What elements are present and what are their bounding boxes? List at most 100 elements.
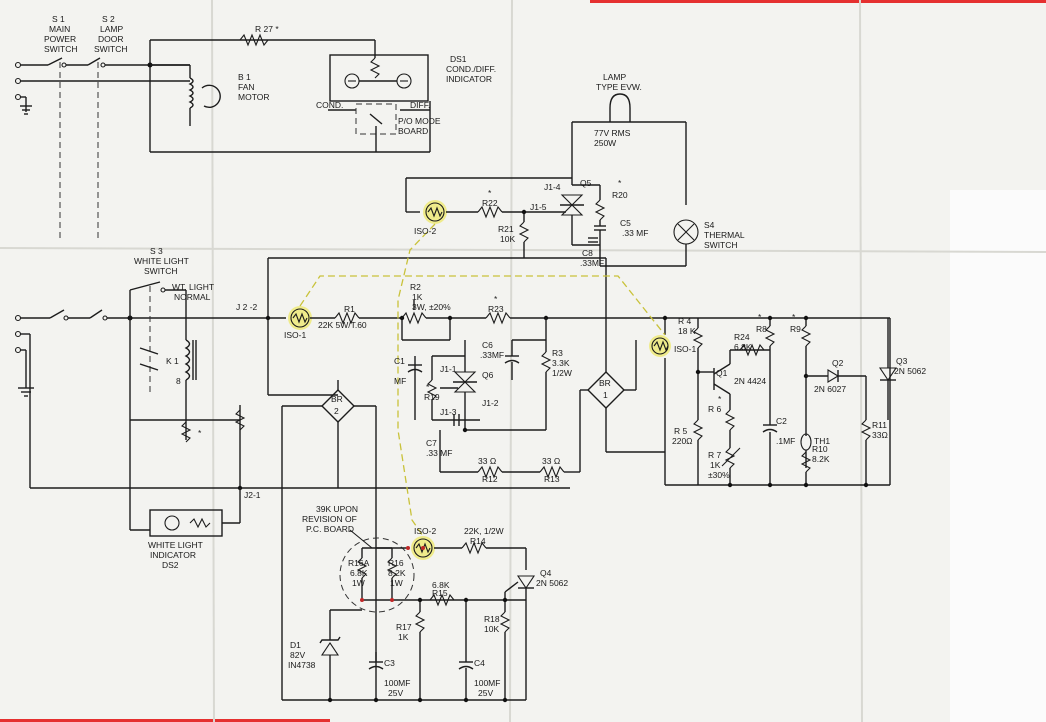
ds1-cond-label: COND. xyxy=(316,100,343,110)
br2-number: 2 xyxy=(334,406,339,416)
fan-label: FAN xyxy=(238,82,255,92)
r7-label: 1K xyxy=(710,460,721,470)
j2-2-label: J 2 -2 xyxy=(236,302,258,312)
fan-label: MOTOR xyxy=(238,92,269,102)
asterisk-r6: * xyxy=(718,394,722,404)
r9-label: R9 xyxy=(790,324,801,334)
c5-value: .33 MF xyxy=(622,228,648,238)
white-light-indicator-ds2 xyxy=(130,488,241,537)
resistors-r12-r13 xyxy=(439,430,580,479)
iso1-right-lamp xyxy=(649,318,890,486)
c8-value: .33MF xyxy=(580,258,604,268)
q5-label: Q5 xyxy=(580,178,592,188)
c1-label: MF xyxy=(394,376,406,386)
resistors-r8-r9 xyxy=(764,315,812,436)
d1-label: 82V xyxy=(290,650,305,660)
ds1-label: COND./DIFF. xyxy=(446,64,496,74)
resistor-r14 xyxy=(461,541,527,570)
r14-label: R14 xyxy=(470,536,486,546)
revision-label: REVISION OF xyxy=(302,514,357,524)
s2-label: DOOR xyxy=(98,34,124,44)
lamp-rms-label: 250W xyxy=(594,138,616,148)
c2-label: C2 xyxy=(776,416,787,426)
br1-number: 1 xyxy=(603,390,608,400)
iso1-right-label: ISO-1 xyxy=(674,344,696,354)
capacitor-c2-thermistor-th1 xyxy=(762,424,812,485)
r16a-label: R16A xyxy=(348,558,370,568)
k1-label: 8 xyxy=(176,376,181,386)
r7-label: R 7 xyxy=(708,450,722,460)
j1-2-label: J1-2 xyxy=(482,398,499,408)
asterisk-r8: * xyxy=(758,312,762,322)
iso2-top-label: ISO-2 xyxy=(414,226,436,236)
iso2-bottom-label: ISO-2 xyxy=(414,526,436,536)
s2-label: SWITCH xyxy=(94,44,128,54)
ds1-label: DS1 xyxy=(450,54,467,64)
j1-5-label: J1-5 xyxy=(530,202,547,212)
capacitors-c3-c4 xyxy=(368,600,474,700)
d1-label: D1 xyxy=(290,640,301,650)
r15-value: 6.8K xyxy=(432,580,450,590)
revision-label: P.C. BOARD xyxy=(306,524,354,534)
q3-label: Q3 xyxy=(896,356,908,366)
junction-dots xyxy=(265,315,869,703)
r19-label: R19 xyxy=(424,392,440,402)
r3-label: 1/2W xyxy=(552,368,572,378)
mains-input-middle xyxy=(14,309,570,489)
s4-label: S4 xyxy=(704,220,715,230)
s2-label: S 2 xyxy=(102,14,115,24)
s3-label: SWITCH xyxy=(144,266,178,276)
s4-label: THERMAL xyxy=(704,230,745,240)
c5-label: C5 xyxy=(620,218,631,228)
ds2-label: WHITE LIGHT xyxy=(148,540,203,550)
lamp-label: TYPE EVW. xyxy=(596,82,642,92)
s3-label: WHITE LIGHT xyxy=(134,256,189,266)
r18-label: R18 xyxy=(484,614,500,624)
s3-label: S 3 xyxy=(150,246,163,256)
resistor-r2 xyxy=(401,300,451,341)
r16-label: 1W xyxy=(390,578,403,588)
resistor-r15 xyxy=(429,593,455,607)
k1-label: K 1 xyxy=(166,356,179,366)
iso1-left-label: ISO-1 xyxy=(284,330,306,340)
r18-label: 10K xyxy=(484,624,499,634)
relay-k1 xyxy=(130,318,246,443)
r14-value: 22K, 1/2W xyxy=(464,526,504,536)
c6-label: C6 xyxy=(482,340,493,350)
r1-value: 22K 5W/T.60 xyxy=(318,320,367,330)
asterisk-r19: * xyxy=(426,382,430,392)
c7-value: .33 MF xyxy=(426,448,452,458)
r5-label: R 5 xyxy=(674,426,688,436)
r23-label: R23 xyxy=(488,304,504,314)
r13-label: R13 xyxy=(544,474,560,484)
resistors-r5-r6-r7 xyxy=(692,372,741,485)
red-edge-mark-bottom xyxy=(0,719,330,722)
q4-label: Q4 xyxy=(540,568,552,578)
lamp-label: LAMP xyxy=(603,72,626,82)
labels: S 1 MAIN POWER SWITCH S 2 LAMP DOOR SWIT… xyxy=(44,14,926,698)
br1-label: BR xyxy=(599,378,611,388)
resistor-r19 xyxy=(426,356,438,420)
r24-label: R24 xyxy=(734,332,750,342)
triac-q5 xyxy=(540,184,606,266)
resistors-r17-r18 xyxy=(414,600,511,700)
switch-s1 xyxy=(47,57,88,238)
s2-label: LAMP xyxy=(100,24,123,34)
asterisk-k1: * xyxy=(198,428,202,438)
mains-input-top xyxy=(14,61,190,115)
r4-label: 18 K xyxy=(678,326,696,336)
s4-label: SWITCH xyxy=(704,240,738,250)
r2-label: 3W, ±20% xyxy=(412,302,451,312)
resistor-r24 xyxy=(739,343,765,357)
ds2-label: DS2 xyxy=(162,560,179,570)
fold-line xyxy=(211,0,215,722)
r10-label: R10 xyxy=(812,444,828,454)
c3-label: 25V xyxy=(388,688,403,698)
br2-label: BR xyxy=(331,394,343,404)
fold-line xyxy=(0,247,1046,253)
j2-1-label: J2-1 xyxy=(244,490,261,500)
c1-label: C1 xyxy=(394,356,405,366)
s1-label: SWITCH xyxy=(44,44,78,54)
